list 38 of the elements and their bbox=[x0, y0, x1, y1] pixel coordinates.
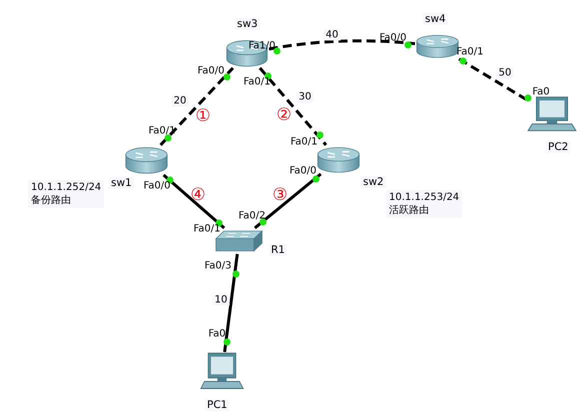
address-note: 10.1.1.252/24 备份路由 bbox=[28, 180, 104, 208]
cable-line bbox=[223, 254, 239, 352]
port-label: Fa0/1 bbox=[193, 224, 221, 234]
port-label: Fa0/0 bbox=[197, 66, 225, 76]
port-label: Fa0/1 bbox=[243, 76, 271, 88]
circled-number: ④ bbox=[190, 185, 206, 205]
port-label: Fa0/1 bbox=[290, 136, 318, 148]
cable-line bbox=[258, 67, 328, 146]
device-label: R1 bbox=[269, 244, 287, 256]
port-label: Fa0/3 bbox=[204, 260, 232, 272]
circled-number: ② bbox=[276, 105, 292, 125]
circled-number: ③ bbox=[272, 185, 288, 205]
edge-label: 20 bbox=[172, 96, 188, 106]
address-note: 10.1.1.253/24 活跃路由 bbox=[386, 190, 462, 218]
port-label: Fa0/0 bbox=[143, 180, 171, 192]
cable-line bbox=[268, 39, 416, 50]
port-label: Fa1/0 bbox=[248, 40, 276, 52]
port-label: Fa0 bbox=[532, 86, 550, 98]
device-label: sw2 bbox=[361, 176, 386, 188]
port-label: Fa0/2 bbox=[238, 210, 266, 222]
device-label: PC1 bbox=[205, 399, 230, 411]
edge-label: 30 bbox=[296, 92, 314, 102]
cable-line bbox=[458, 58, 527, 101]
device-label: sw1 bbox=[109, 177, 134, 189]
port-label: Fa0/1 bbox=[456, 46, 484, 58]
device-label: PC2 bbox=[546, 141, 570, 153]
edge-label: 50 bbox=[496, 68, 514, 78]
device-label: sw4 bbox=[423, 13, 448, 25]
port-label: Fa0 bbox=[208, 328, 226, 340]
cable-line bbox=[254, 172, 322, 230]
port-label: Fa0/0 bbox=[289, 166, 317, 176]
port-label: Fa0/0 bbox=[379, 32, 407, 44]
edge-label: 10 bbox=[212, 294, 230, 306]
cable-line bbox=[160, 66, 234, 146]
device-label: sw3 bbox=[235, 18, 260, 30]
cable-line bbox=[162, 174, 226, 230]
circled-number: ① bbox=[195, 106, 211, 126]
edge-label: 40 bbox=[324, 30, 340, 40]
